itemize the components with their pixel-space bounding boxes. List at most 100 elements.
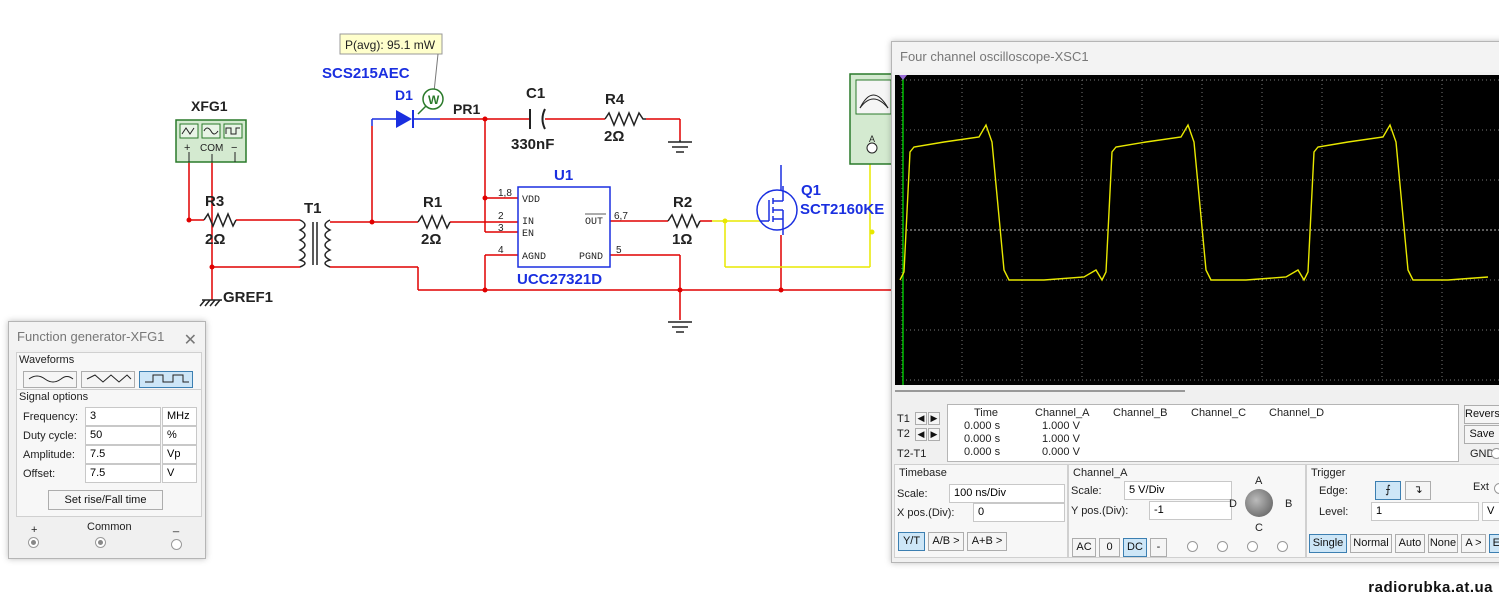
- set-rise-fall-button[interactable]: Set rise/Fall time: [48, 490, 163, 510]
- probe-ref-label: PR1: [453, 101, 480, 117]
- level-input[interactable]: 1: [1371, 502, 1479, 521]
- ac-coupling-button[interactable]: AC: [1072, 538, 1096, 557]
- channel-a-terminal[interactable]: [1187, 541, 1198, 552]
- amplitude-unit[interactable]: Vp: [162, 445, 197, 464]
- q1-ref: Q1: [801, 182, 821, 199]
- svg-text:W: W: [428, 93, 440, 107]
- duty-cycle-input[interactable]: 50: [85, 426, 161, 445]
- probe-text: P(avg): 95.1 mW: [345, 38, 436, 52]
- scope-display[interactable]: [895, 75, 1499, 385]
- offset-unit[interactable]: V: [162, 464, 197, 483]
- svg-text:VDD: VDD: [522, 195, 540, 206]
- a-plus-b-mode-button[interactable]: A+B >: [967, 532, 1007, 551]
- resistor-r4[interactable]: [604, 111, 646, 127]
- r3-ref: R3: [205, 193, 224, 210]
- none-trigger-button[interactable]: None: [1428, 534, 1458, 553]
- svg-text:EN: EN: [522, 229, 534, 240]
- reverse-button[interactable]: Revers: [1464, 405, 1499, 424]
- channel-b-terminal[interactable]: [1217, 541, 1228, 552]
- channel-scale-input[interactable]: 5 V/Div: [1124, 481, 1232, 500]
- triangle-wave-button[interactable]: [81, 371, 135, 388]
- scope-scrollbar[interactable]: [895, 387, 1499, 395]
- x-pos-input[interactable]: 0: [973, 503, 1065, 522]
- ground-icon: [668, 321, 692, 333]
- function-generator-symbol[interactable]: + COM −: [175, 119, 247, 163]
- plus-terminal[interactable]: [28, 537, 39, 548]
- ab-mode-button[interactable]: A/B >: [928, 532, 964, 551]
- a-trigger-button[interactable]: A >: [1461, 534, 1486, 553]
- channel-d-terminal[interactable]: [1277, 541, 1288, 552]
- waveforms-label: Waveforms: [19, 354, 75, 366]
- power-probe-label: P(avg): 95.1 mW: [339, 33, 443, 93]
- knob-label-d: D: [1229, 498, 1237, 510]
- ext-terminal[interactable]: [1494, 483, 1499, 494]
- dc-coupling-button[interactable]: DC: [1123, 538, 1147, 557]
- square-wave-button[interactable]: [139, 371, 193, 388]
- oscilloscope-titlebar[interactable]: Four channel oscilloscope-XSC1: [892, 42, 1499, 72]
- cursor-panel: T1 T2 T2-T1 ◀ ▶ ◀ ▶ Time Channel_A Chann…: [895, 403, 1459, 462]
- square-wave-icon: [145, 374, 189, 383]
- offset-label: Offset:: [23, 468, 56, 480]
- auto-trigger-button[interactable]: Auto: [1395, 534, 1425, 553]
- close-icon[interactable]: ✕: [183, 332, 197, 349]
- timebase-scale-input[interactable]: 100 ns/Div: [949, 484, 1065, 503]
- oscilloscope-window[interactable]: Four channel oscilloscope-XSC1 T1 T2 T2-…: [891, 41, 1499, 563]
- t1-left-arrow-icon[interactable]: ◀: [915, 412, 927, 425]
- ext-trigger-button[interactable]: Ex: [1489, 534, 1499, 553]
- t2-left-arrow-icon[interactable]: ◀: [915, 428, 927, 441]
- frequency-unit[interactable]: MHz: [162, 407, 197, 426]
- duty-cycle-unit[interactable]: %: [162, 426, 197, 445]
- trigger-label: Trigger: [1311, 467, 1346, 479]
- level-unit[interactable]: V: [1482, 502, 1499, 521]
- transformer-t1[interactable]: [297, 219, 333, 268]
- frequency-label: Frequency:: [23, 411, 79, 423]
- svg-text:1,8: 1,8: [498, 188, 512, 199]
- diode-d1[interactable]: [396, 110, 414, 128]
- r4-ref: R4: [605, 91, 625, 108]
- u1-part: UCC27321D: [517, 271, 602, 288]
- level-label: Level:: [1319, 506, 1349, 518]
- r4-value: 2Ω: [604, 128, 624, 145]
- save-button[interactable]: Save: [1464, 425, 1499, 444]
- common-terminal[interactable]: [95, 537, 106, 548]
- amplitude-input[interactable]: 7.5: [85, 445, 161, 464]
- yt-mode-button[interactable]: Y/T: [898, 532, 925, 551]
- cursor-delta-label: T2-T1: [897, 448, 927, 460]
- rising-edge-icon[interactable]: ⨍: [1375, 481, 1401, 500]
- function-generator-titlebar[interactable]: Function generator-XFG1 ✕: [9, 322, 205, 350]
- channel-c-terminal[interactable]: [1247, 541, 1258, 552]
- t2-right-arrow-icon[interactable]: ▶: [928, 428, 940, 441]
- minus-terminal[interactable]: [171, 539, 182, 550]
- sine-wave-button[interactable]: [23, 371, 77, 388]
- resistor-r2[interactable]: [667, 213, 701, 229]
- gate-driver-u1[interactable]: VDD IN EN AGND OUT PGND 1,8 2 3 4 6,7 5: [498, 186, 628, 268]
- falling-edge-icon[interactable]: ↴: [1405, 481, 1431, 500]
- gnd-terminal[interactable]: [1491, 448, 1499, 459]
- svg-text:2: 2: [498, 211, 504, 222]
- function-generator-window[interactable]: Function generator-XFG1 ✕ Waveforms Sign…: [8, 321, 206, 559]
- channel-label: Channel_A: [1073, 467, 1128, 479]
- single-trigger-button[interactable]: Single: [1309, 534, 1347, 553]
- cursor-marker-icon[interactable]: [899, 75, 907, 80]
- invert-button[interactable]: -: [1150, 538, 1167, 557]
- watermark: radiorubka.at.ua: [1368, 579, 1493, 596]
- capacitor-c1[interactable]: [529, 108, 546, 130]
- wattmeter-probe-icon[interactable]: W: [417, 88, 444, 115]
- oscilloscope-symbol[interactable]: A: [849, 73, 896, 165]
- normal-trigger-button[interactable]: Normal: [1350, 534, 1392, 553]
- xfg-ref: XFG1: [191, 98, 228, 114]
- resistor-r1[interactable]: [417, 214, 451, 230]
- x-pos-label: X pos.(Div):: [897, 507, 955, 519]
- gnd-label: GND: [1470, 448, 1495, 460]
- resistor-r3[interactable]: [203, 212, 237, 228]
- offset-input[interactable]: 7.5: [85, 464, 161, 483]
- t1-right-arrow-icon[interactable]: ▶: [928, 412, 940, 425]
- zero-coupling-button[interactable]: 0: [1099, 538, 1120, 557]
- mosfet-q1[interactable]: [756, 165, 798, 235]
- minus-terminal-label: _: [173, 521, 180, 533]
- common-terminal-label: Common: [87, 521, 132, 533]
- frequency-input[interactable]: 3: [85, 407, 161, 426]
- channel-selector-knob[interactable]: [1245, 489, 1273, 517]
- y-pos-input[interactable]: -1: [1149, 501, 1232, 520]
